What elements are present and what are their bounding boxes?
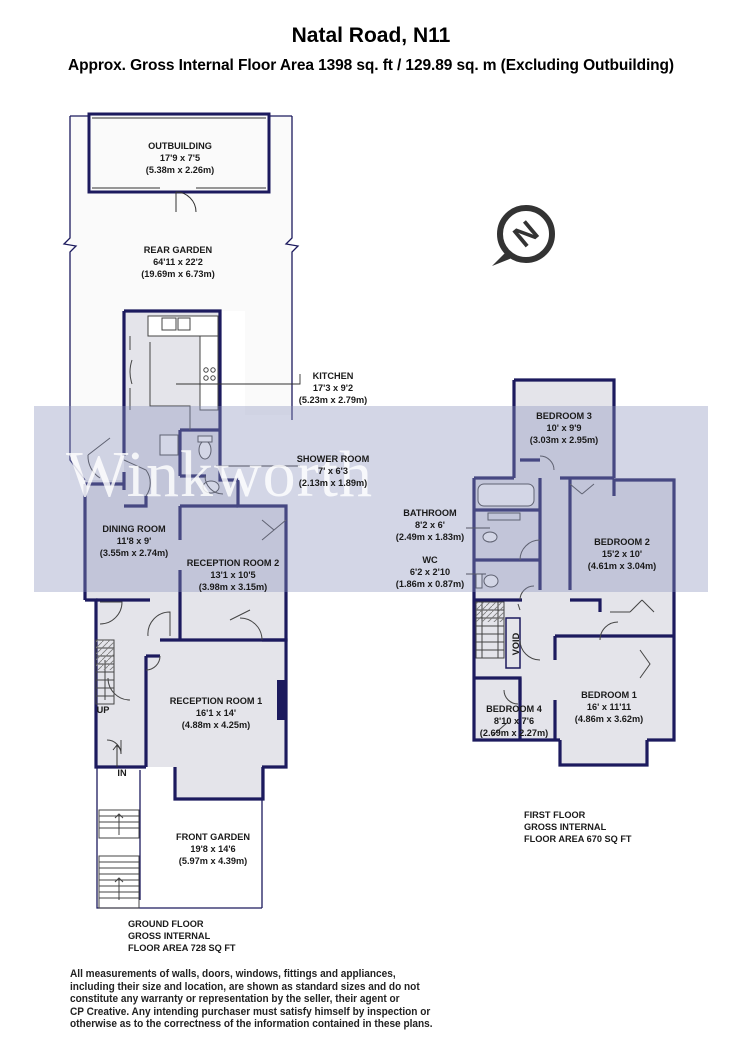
- disclaimer-line: CP Creative. Any intending purchaser mus…: [70, 1005, 431, 1018]
- bathroom-imperial: 8'2 x 6': [415, 520, 445, 530]
- front-garden-metric: (5.97m x 4.39m): [179, 856, 247, 866]
- reception-1-floor: [146, 640, 284, 767]
- dining-room-metric: (3.55m x 2.74m): [100, 548, 168, 558]
- bedroom-3-metric: (3.03m x 2.95m): [530, 435, 598, 445]
- reception-room-1-label: RECEPTION ROOM 1: [170, 696, 262, 706]
- bedroom-2-label: BEDROOM 2: [594, 537, 650, 547]
- dining-room-label: DINING ROOM: [102, 524, 166, 534]
- first-floor-area: [474, 380, 674, 765]
- house-floor: [85, 311, 286, 767]
- ground-floor-caption-3: FLOOR AREA 728 SQ FT: [128, 943, 236, 953]
- wc-metric: (1.86m x 0.87m): [396, 579, 464, 589]
- entrance-in-label: IN: [117, 768, 127, 778]
- bedroom-1-label: BEDROOM 1: [581, 690, 637, 700]
- reception-room-1-metric: (4.88m x 4.25m): [182, 720, 250, 730]
- disclaimer-line: constitute any warranty or representatio…: [70, 993, 400, 1006]
- disclaimer-line: including their size and location, are s…: [70, 980, 420, 993]
- watermark-band: [34, 406, 708, 592]
- front-garden-label: FRONT GARDEN: [176, 832, 250, 842]
- ground-floor-plan: [62, 112, 301, 909]
- rear-garden-label: REAR GARDEN: [144, 245, 213, 255]
- shower-room-metric: (2.13m x 1.89m): [299, 478, 367, 488]
- watermark-text: Winkworth: [66, 438, 373, 511]
- front-garden-imperial: 19'8 x 14'6: [190, 844, 235, 854]
- rear-garden-metric: (19.69m x 6.73m): [141, 269, 215, 279]
- reception-room-2-label: RECEPTION ROOM 2: [187, 558, 279, 568]
- rear-garden-area: [70, 116, 292, 480]
- page-title: Natal Road, N11: [291, 24, 451, 47]
- wc-imperial: 6'2 x 2'10: [410, 567, 450, 577]
- bedroom-4-label: BEDROOM 4: [486, 704, 543, 714]
- first-floor-caption-2: GROSS INTERNAL: [524, 822, 607, 832]
- reception-room-1-imperial: 16'1 x 14': [196, 708, 236, 718]
- bedroom-3-label: BEDROOM 3: [536, 411, 592, 421]
- first-floor-plan: [466, 378, 676, 767]
- bedroom-4-imperial: 8'10 x 7'6: [494, 716, 534, 726]
- bedroom-1-metric: (4.86m x 3.62m): [575, 714, 643, 724]
- kitchen-metric: (5.23m x 2.79m): [299, 395, 367, 405]
- bedroom-3-imperial: 10' x 9'9: [546, 423, 581, 433]
- first-floor-caption-3: FLOOR AREA 670 SQ FT: [524, 834, 632, 844]
- bay-window-floor: [175, 767, 263, 799]
- kitchen-imperial: 17'3 x 9'2: [313, 383, 353, 393]
- ground-floor-caption-1: GROUND FLOOR: [128, 919, 204, 929]
- outbuilding-imperial: 17'9 x 7'5: [160, 153, 200, 163]
- first-floor-caption-1: FIRST FLOOR: [524, 810, 586, 820]
- outbuilding-metric: (5.38m x 2.26m): [146, 165, 214, 175]
- reception-room-2-metric: (3.98m x 3.15m): [199, 582, 267, 592]
- bedroom-2-imperial: 15'2 x 10': [602, 549, 642, 559]
- north-compass-icon: N: [492, 205, 555, 266]
- bathroom-label: BATHROOM: [403, 508, 457, 518]
- disclaimer-line: otherwise as to the correctness of the i…: [70, 1018, 433, 1031]
- stairs-up-label: UP: [97, 705, 110, 715]
- bedroom-4-metric: (2.69m x 2.27m): [480, 728, 548, 738]
- dining-room-imperial: 11'8 x 9': [117, 536, 152, 546]
- rear-garden-imperial: 64'11 x 22'2: [153, 257, 203, 267]
- kitchen-label: KITCHEN: [313, 371, 354, 381]
- bathroom-metric: (2.49m x 1.83m): [396, 532, 464, 542]
- reception-room-2-imperial: 13'1 x 10'5: [210, 570, 255, 580]
- wc-label: WC: [422, 555, 438, 565]
- floor-area-subtitle: Approx. Gross Internal Floor Area 1398 s…: [68, 57, 674, 74]
- shower-room-label: SHOWER ROOM: [297, 454, 370, 464]
- bedroom-2-metric: (4.61m x 3.04m): [588, 561, 656, 571]
- bedroom-1-imperial: 16' x 11'11: [587, 702, 631, 712]
- shower-room-imperial: 7' x 6'3: [318, 466, 348, 476]
- outbuilding-label: OUTBUILDING: [148, 141, 212, 151]
- void-label: VOID: [511, 632, 521, 655]
- disclaimer: All measurements of walls, doors, window…: [70, 968, 433, 1031]
- disclaimer-line: All measurements of walls, doors, window…: [70, 968, 396, 980]
- ground-floor-caption-2: GROSS INTERNAL: [128, 931, 211, 941]
